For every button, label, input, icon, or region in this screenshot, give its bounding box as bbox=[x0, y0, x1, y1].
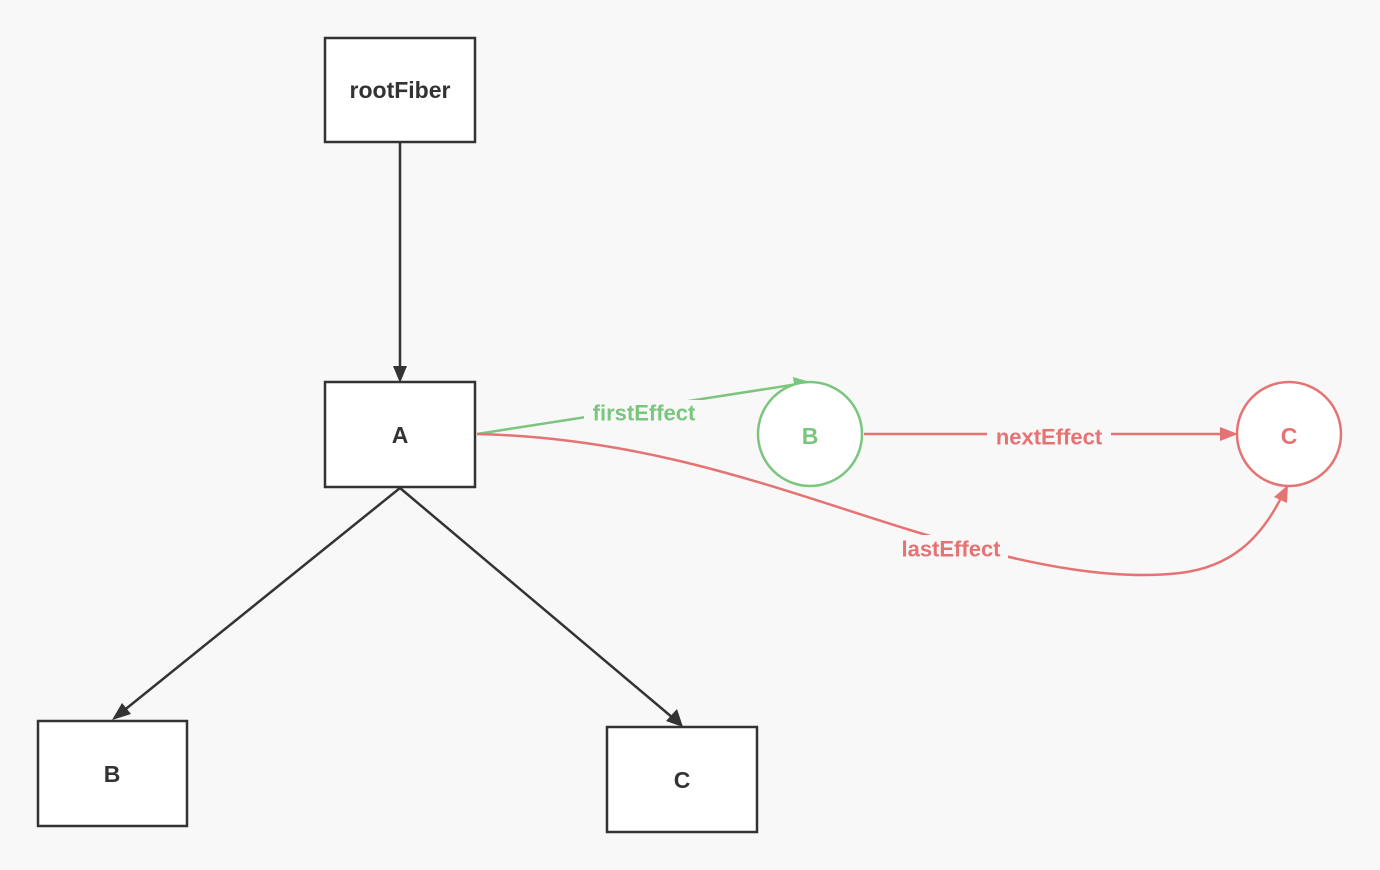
edge-last-effect bbox=[476, 432, 1288, 577]
effect-node-b-label: B bbox=[802, 423, 819, 449]
first-effect-label: firstEffect bbox=[593, 401, 696, 426]
node-a-label: A bbox=[392, 422, 409, 448]
node-root-fiber: rootFiber bbox=[323, 36, 477, 144]
node-b-label: B bbox=[104, 761, 121, 787]
last-effect-label: lastEffect bbox=[901, 537, 1001, 562]
first-effect-label-group: firstEffect bbox=[584, 400, 704, 428]
next-effect-label: nextEffect bbox=[996, 425, 1103, 450]
edge-root-to-a bbox=[393, 143, 407, 383]
last-effect-label-group: lastEffect bbox=[894, 535, 1008, 563]
node-b: B bbox=[36, 719, 189, 828]
node-c-label: C bbox=[674, 767, 691, 793]
node-c: C bbox=[605, 725, 759, 834]
effect-node-c-label: C bbox=[1281, 423, 1298, 449]
next-effect-label-group: nextEffect bbox=[987, 424, 1111, 452]
effect-node-c: C bbox=[1235, 380, 1343, 488]
node-root-fiber-label: rootFiber bbox=[350, 77, 451, 103]
effect-node-b: B bbox=[756, 380, 864, 488]
edge-a-to-c bbox=[399, 487, 683, 727]
edge-a-to-b bbox=[112, 487, 401, 720]
node-a: A bbox=[323, 380, 477, 489]
